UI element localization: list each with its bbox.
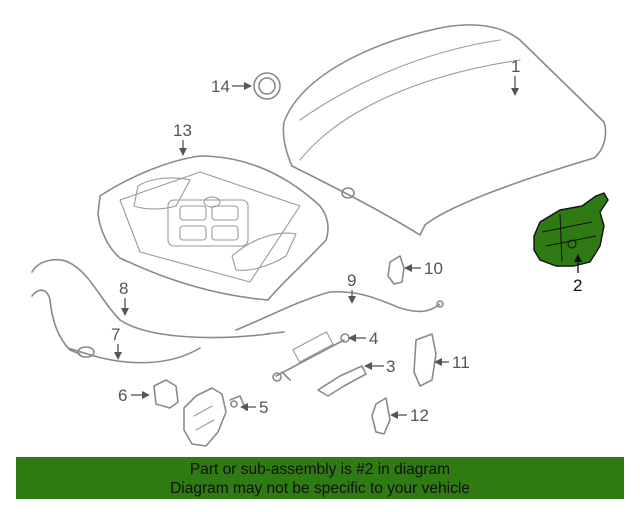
bracket-11 bbox=[413, 333, 437, 387]
svg-text:6: 6 bbox=[118, 386, 127, 405]
svg-text:10: 10 bbox=[424, 259, 443, 278]
secondary-latch bbox=[183, 387, 247, 447]
svg-text:9: 9 bbox=[347, 271, 356, 290]
banner-line-1: Part or sub-assembly is #2 in diagram bbox=[189, 461, 451, 478]
svg-text:1: 1 bbox=[511, 57, 520, 76]
callout-3: 3 bbox=[364, 357, 395, 376]
release-cable-7 bbox=[31, 289, 201, 364]
callout-8: 8 bbox=[119, 279, 129, 316]
svg-text:4: 4 bbox=[369, 329, 378, 348]
callout-13: 13 bbox=[173, 121, 192, 156]
bumper-clip-10 bbox=[387, 255, 405, 285]
callout-4: 4 bbox=[348, 329, 378, 348]
bracket-12 bbox=[371, 397, 391, 435]
svg-text:11: 11 bbox=[452, 353, 470, 372]
callout-6: 6 bbox=[118, 386, 150, 405]
banner-line-2: Diagram may not be specific to your vehi… bbox=[170, 480, 470, 497]
svg-text:5: 5 bbox=[259, 398, 268, 417]
callout-2: 2 bbox=[573, 254, 582, 295]
svg-text:13: 13 bbox=[173, 121, 192, 140]
callout-10: 10 bbox=[404, 259, 443, 278]
svg-text:14: 14 bbox=[211, 77, 230, 96]
support-strut-4 bbox=[272, 331, 350, 382]
callout-14: 14 bbox=[211, 77, 252, 96]
hood-insulator bbox=[97, 155, 329, 301]
parts-diagram: 1 2 3 4 5 6 7 8 9 bbox=[31, 24, 609, 447]
callout-1: 1 bbox=[511, 57, 520, 96]
svg-text:7: 7 bbox=[111, 325, 120, 344]
callout-12: 12 bbox=[390, 406, 429, 425]
hood-latch-highlighted bbox=[533, 192, 609, 267]
svg-text:12: 12 bbox=[410, 406, 429, 425]
callout-11: 11 bbox=[434, 353, 470, 372]
svg-text:2: 2 bbox=[573, 276, 582, 295]
callout-7: 7 bbox=[111, 325, 122, 360]
hood-panel bbox=[282, 24, 607, 236]
cable-8 bbox=[31, 258, 285, 339]
grommet-part bbox=[253, 72, 281, 100]
cable-9 bbox=[235, 290, 444, 331]
callout-9: 9 bbox=[347, 271, 356, 304]
bracket-3 bbox=[317, 365, 367, 397]
release-handle-6 bbox=[153, 379, 179, 409]
info-banner: Part or sub-assembly is #2 in diagram Di… bbox=[16, 457, 624, 499]
svg-text:8: 8 bbox=[119, 279, 128, 298]
callout-5: 5 bbox=[240, 398, 268, 417]
svg-text:3: 3 bbox=[386, 357, 395, 376]
